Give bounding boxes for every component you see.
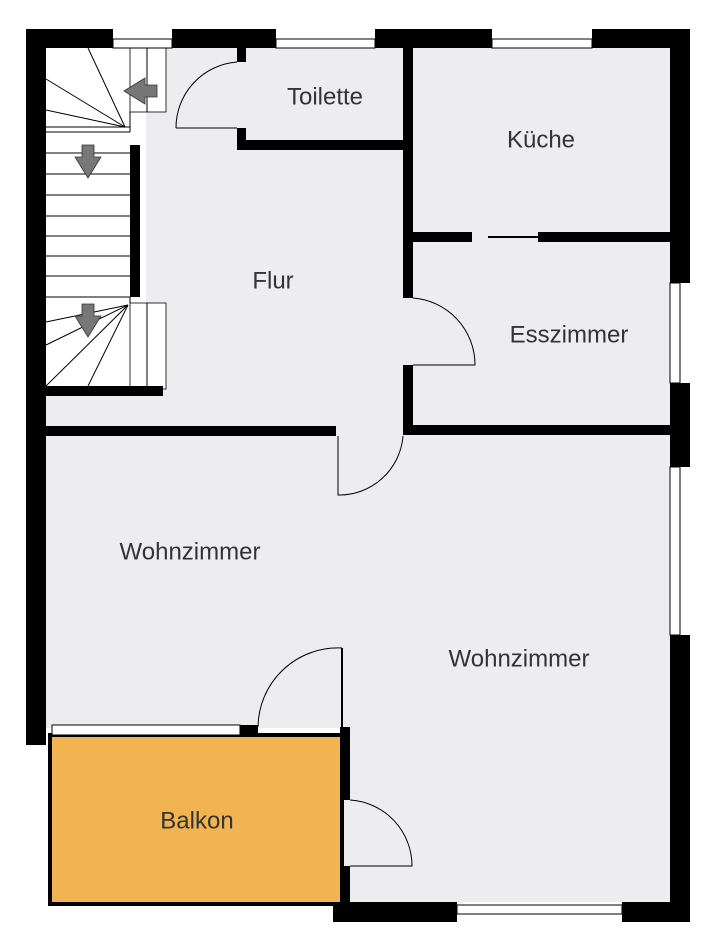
stair-arrow-down-icon: [74, 303, 102, 338]
stair-arrow-down-icon: [74, 144, 102, 179]
door-toilette: [175, 61, 238, 129]
door-wohnzimmer: [337, 435, 404, 496]
door-esszimmer: [412, 297, 476, 366]
room-label-toilette: Toilette: [287, 83, 363, 110]
floor-area-lower: [340, 720, 670, 902]
doors: [175, 61, 476, 867]
room-label-wohnzimmer-right: Wohnzimmer: [449, 645, 590, 672]
door-balkon-2: [349, 799, 413, 867]
outer-walls: [26, 29, 690, 922]
room-label-wohnzimmer-left: Wohnzimmer: [120, 538, 261, 565]
balcony-area: [48, 733, 344, 906]
room-label-flur: Flur: [252, 267, 293, 294]
interior-walls: [46, 48, 670, 922]
room-label-kueche: Küche: [507, 126, 575, 153]
stair-arrow-left-icon: [123, 77, 158, 105]
room-label-esszimmer: Esszimmer: [510, 321, 629, 348]
staircase: [45, 47, 167, 392]
room-label-balkon: Balkon: [160, 807, 233, 834]
door-balkon: [257, 647, 343, 728]
